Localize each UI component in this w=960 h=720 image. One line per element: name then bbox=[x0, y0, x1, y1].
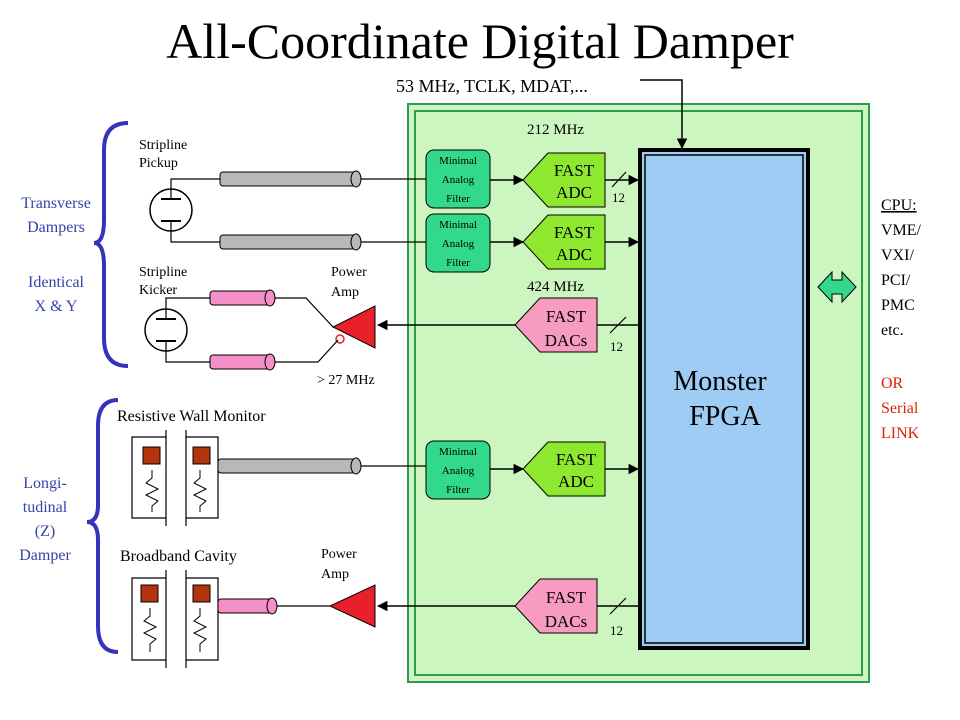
dac-2-line1: FAST bbox=[546, 588, 587, 607]
filter-1-line3: Filter bbox=[446, 193, 470, 205]
filter-2-line3: Filter bbox=[446, 257, 470, 269]
stripline-kicker bbox=[144, 297, 210, 363]
dac-1-line2: DACs bbox=[545, 331, 588, 350]
power-amp-2-line2: Amp bbox=[321, 567, 349, 582]
power-amp-2 bbox=[328, 584, 376, 628]
kicker-label-line2: Kicker bbox=[139, 283, 177, 298]
rwm-cable bbox=[217, 457, 362, 475]
filter-1-line2: Analog bbox=[442, 174, 475, 186]
diagram-title: All-Coordinate Digital Damper bbox=[166, 13, 794, 69]
filter-3-line3: Filter bbox=[446, 484, 470, 496]
pickup-cable-2 bbox=[219, 233, 362, 251]
power-amp-1-line1: Power bbox=[331, 265, 367, 280]
transverse-label-line2: Dampers bbox=[27, 219, 85, 236]
pickup-label-line2: Pickup bbox=[139, 156, 178, 171]
power-amp-2-line1: Power bbox=[321, 547, 357, 562]
bits-label-3: 12 bbox=[610, 623, 623, 638]
adc-3-line2: ADC bbox=[558, 472, 594, 491]
adc-1-line2: ADC bbox=[556, 183, 592, 202]
fast-adc-2: FAST ADC bbox=[522, 214, 606, 270]
cavity-label: Broadband Cavity bbox=[120, 548, 237, 565]
filter-1-line1: Minimal bbox=[439, 155, 477, 167]
pickup-label-line1: Stripline bbox=[139, 138, 187, 153]
fast-dacs-1: FAST DACs bbox=[514, 297, 598, 353]
clock-arrow bbox=[640, 79, 688, 150]
longitudinal-bracket bbox=[86, 398, 119, 654]
longitudinal-label-line4: Damper bbox=[19, 547, 71, 564]
dac-1-line1: FAST bbox=[546, 307, 587, 326]
filter-2-line2: Analog bbox=[442, 238, 475, 250]
identical-label-line2: X & Y bbox=[35, 298, 78, 315]
fast-adc-3: FAST ADC bbox=[522, 441, 606, 497]
power-amp-1 bbox=[331, 305, 376, 349]
transverse-bracket bbox=[93, 121, 129, 368]
cpu-label-line2: VME/ bbox=[881, 222, 922, 239]
analog-filter-2: Minimal Analog Filter bbox=[425, 213, 491, 273]
analog-filter-3: Minimal Analog Filter bbox=[425, 440, 491, 500]
adc-3-line1: FAST bbox=[556, 450, 597, 469]
adc-1-line1: FAST bbox=[554, 161, 595, 180]
cpu-label-line5: PMC bbox=[881, 297, 915, 314]
rwm-label: Resistive Wall Monitor bbox=[117, 408, 266, 425]
amp-frequency-label: > 27 MHz bbox=[317, 373, 375, 388]
kicker-cable-1 bbox=[209, 289, 276, 307]
filter-2-line1: Minimal bbox=[439, 219, 477, 231]
filter-3-line1: Minimal bbox=[439, 446, 477, 458]
longitudinal-label-line2: tudinal bbox=[23, 499, 68, 516]
bits-label-1: 12 bbox=[612, 190, 625, 205]
serial-label-line1: OR bbox=[881, 375, 904, 392]
kicker-cable-2 bbox=[209, 353, 276, 371]
longitudinal-label-line1: Longi- bbox=[23, 475, 67, 492]
serial-label-line2: Serial bbox=[881, 400, 919, 417]
fpga-label-line2: FPGA bbox=[689, 401, 761, 432]
transverse-label-line1: Transverse bbox=[21, 195, 91, 212]
cpu-label-line3: VXI/ bbox=[881, 247, 914, 264]
cpu-label-line6: etc. bbox=[881, 322, 904, 339]
cavity-cable bbox=[217, 597, 278, 615]
fast-adc-1: FAST ADC bbox=[522, 152, 606, 208]
kicker-label-line1: Stripline bbox=[139, 265, 187, 280]
amp-to-kicker-wire-1 bbox=[274, 297, 334, 328]
longitudinal-label-line3: (Z) bbox=[35, 523, 55, 540]
cpu-label-line4: PCI/ bbox=[881, 272, 911, 289]
monster-fpga bbox=[638, 148, 810, 650]
stripline-pickup bbox=[149, 178, 220, 243]
pickup-cable-1 bbox=[219, 170, 362, 188]
filter-3-line2: Analog bbox=[442, 465, 475, 477]
dac-2-line2: DACs bbox=[545, 612, 588, 631]
adc-2-line2: ADC bbox=[556, 245, 592, 264]
identical-label-line1: Identical bbox=[28, 274, 85, 291]
power-amp-1-line2: Amp bbox=[331, 285, 359, 300]
cpu-bidirectional-arrow bbox=[817, 270, 857, 304]
clock-label: 53 MHz, TCLK, MDAT,... bbox=[396, 76, 588, 96]
cpu-label-line1: CPU: bbox=[881, 197, 917, 214]
freq-dac-label: 424 MHz bbox=[527, 279, 584, 295]
analog-filter-1: Minimal Analog Filter bbox=[425, 149, 491, 209]
freq-adc-label: 212 MHz bbox=[527, 122, 584, 138]
fast-dacs-2: FAST DACs bbox=[514, 578, 598, 634]
serial-label-line3: LINK bbox=[881, 425, 920, 442]
bits-label-2: 12 bbox=[610, 339, 623, 354]
adc-2-line1: FAST bbox=[554, 223, 595, 242]
fpga-label-line1: Monster bbox=[673, 366, 767, 397]
broadband-cavity bbox=[131, 570, 219, 668]
amp-to-kicker-wire-2 bbox=[274, 339, 339, 363]
resistive-wall-monitor bbox=[131, 430, 219, 526]
